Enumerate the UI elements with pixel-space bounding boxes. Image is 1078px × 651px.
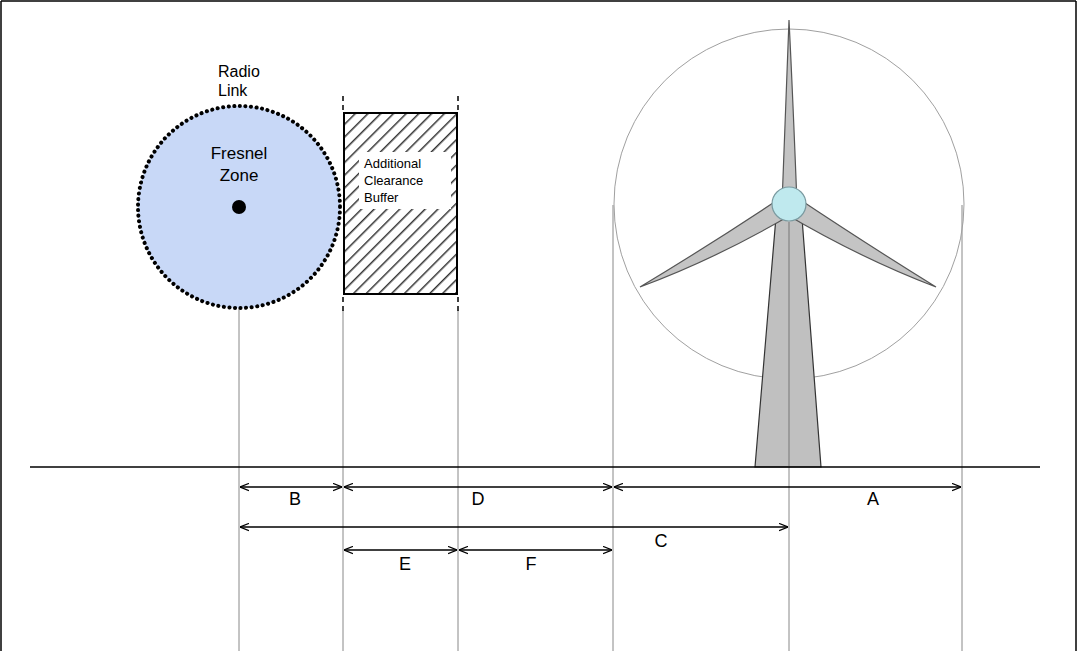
buffer-label: Additional Clearance Buffer xyxy=(364,155,446,206)
fresnel-zone-circle: Fresnel Zone xyxy=(135,103,343,311)
fresnel-zone-circle-outline xyxy=(135,103,343,311)
ground-line xyxy=(30,466,1040,468)
dimension-letter: F xyxy=(516,554,546,576)
dimension-letter: B xyxy=(280,489,310,511)
wind-turbine xyxy=(614,20,964,467)
dimension-letter: D xyxy=(463,489,493,511)
buffer-dashes xyxy=(343,96,458,311)
radio-link-label: Radio Link xyxy=(218,62,282,100)
dimension-letter: E xyxy=(390,554,420,576)
dimension-letter: C xyxy=(646,531,676,553)
clearance-buffer-box: Additional Clearance Buffer xyxy=(343,112,458,295)
dimension-arrows xyxy=(240,487,961,550)
dimension-letter: A xyxy=(858,489,888,511)
zone-label: Fresnel Zone xyxy=(202,143,276,187)
